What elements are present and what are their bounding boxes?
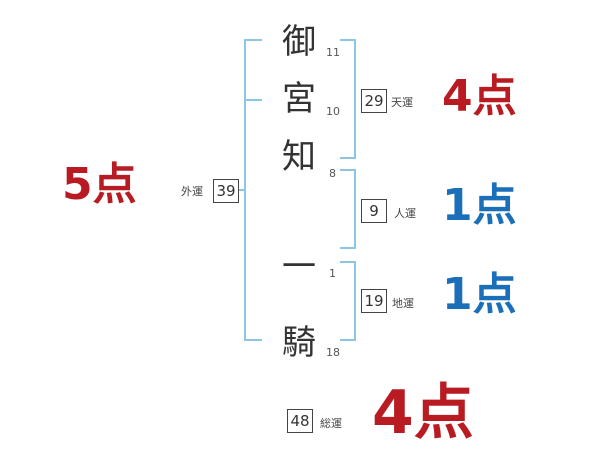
jinun-value-box: 9 bbox=[361, 199, 387, 223]
gaiun-label: 外運 bbox=[181, 185, 203, 198]
tenun-value-box: 29 bbox=[361, 89, 387, 113]
stroke-count-4: 1 bbox=[329, 267, 336, 280]
chiun-label: 地運 bbox=[392, 297, 414, 310]
jinun-score: 1点 bbox=[442, 180, 517, 231]
outer-bracket bbox=[244, 39, 262, 341]
name-char-4: 一 bbox=[282, 247, 316, 287]
souun-value-box: 48 bbox=[287, 409, 313, 433]
jinun-label: 人運 bbox=[394, 207, 416, 220]
jinun-bracket bbox=[340, 169, 356, 249]
name-char-5: 騎 bbox=[282, 323, 316, 363]
stroke-count-1: 11 bbox=[326, 46, 340, 59]
tenun-label: 天運 bbox=[391, 96, 413, 109]
stroke-count-2: 10 bbox=[326, 105, 340, 118]
chiun-value-box: 19 bbox=[361, 289, 387, 313]
tenun-bracket bbox=[340, 39, 356, 159]
name-char-3: 知 bbox=[282, 137, 316, 177]
stroke-count-5: 18 bbox=[326, 346, 340, 359]
gaiun-score: 5点 bbox=[62, 159, 137, 210]
souun-score: 4点 bbox=[372, 378, 474, 448]
name-char-1: 御 bbox=[282, 22, 316, 62]
chiun-score: 1点 bbox=[442, 269, 517, 320]
souun-label: 総運 bbox=[320, 417, 342, 430]
stroke-count-3: 8 bbox=[329, 167, 336, 180]
chiun-bracket bbox=[340, 261, 356, 341]
name-char-2: 宮 bbox=[282, 79, 316, 119]
tenun-score: 4点 bbox=[442, 71, 517, 122]
gaiun-value-box: 39 bbox=[213, 179, 239, 203]
